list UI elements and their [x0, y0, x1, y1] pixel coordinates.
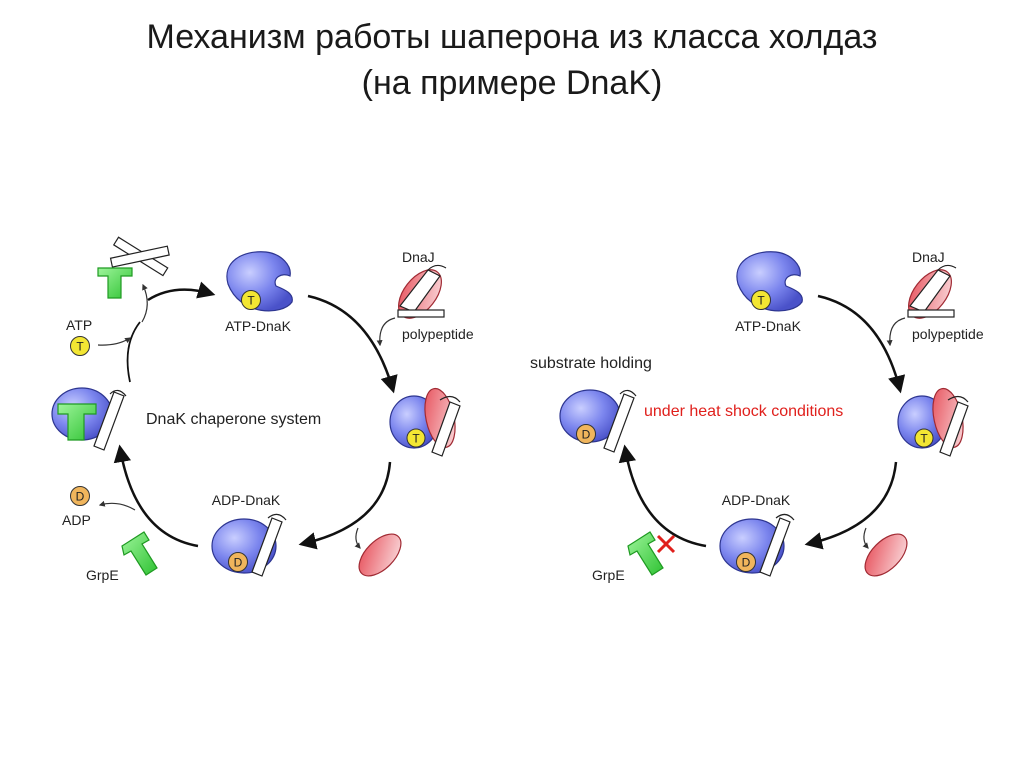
- polypeptide-label: polypeptide: [912, 326, 984, 342]
- cycle-arrow-icon: [804, 461, 898, 550]
- cycle-arrow-icon: [817, 294, 906, 394]
- atp-nucleotide-icon: T: [751, 290, 771, 310]
- atp-label: ATP: [66, 317, 92, 333]
- nucleotide-label: T: [757, 294, 765, 308]
- dnak-substrate-complex-icon: T: [389, 387, 461, 457]
- atp-nucleotide-icon: T: [241, 290, 261, 310]
- atp-nucleotide-icon: T: [70, 336, 90, 356]
- nucleotide-label: D: [76, 490, 85, 504]
- nucleotide-label: T: [247, 294, 255, 308]
- substrate-ellipse-icon: [864, 533, 908, 577]
- title-line-2: (на примере DnaK): [361, 64, 663, 102]
- substrate-holding-label: substrate holding: [530, 355, 652, 372]
- cycle-arrow-icon: [307, 294, 398, 394]
- slide-title: Механизм работы шаперона из класса холда…: [0, 14, 1024, 106]
- adp-dnak-label: ADP-DnaK: [722, 492, 791, 508]
- grpe-label: GrpE: [592, 567, 625, 583]
- small-arrow-icon: [376, 317, 396, 347]
- grpe-label: GrpE: [86, 567, 119, 583]
- nucleotide-label: T: [920, 432, 928, 446]
- adp-dnak-label: ADP-DnaK: [212, 492, 281, 508]
- small-arrow-icon: [886, 317, 906, 347]
- dnak-substrate-complex-icon: T: [897, 387, 969, 457]
- dnaj-protein-icon: [397, 264, 447, 319]
- small-arrow-icon: [97, 337, 131, 346]
- small-arrow-icon: [141, 283, 148, 323]
- cycle-arrow-icon: [113, 444, 199, 548]
- center-label: DnaK chaperone system: [146, 411, 321, 428]
- substrate-ellipse-icon: [358, 533, 402, 577]
- nucleotide-label: D: [582, 428, 591, 442]
- adp-label: ADP: [62, 512, 91, 528]
- dnak-holding-complex-icon: D: [559, 389, 637, 453]
- cycle-arrow-icon: [126, 321, 141, 383]
- adp-nucleotide-icon: D: [70, 486, 90, 506]
- dnaj-protein-icon: [907, 264, 957, 319]
- small-arrow-icon: [98, 500, 136, 511]
- small-arrow-icon: [862, 527, 869, 549]
- grpe-protein-icon: [627, 531, 664, 576]
- nucleotide-label: T: [76, 340, 84, 354]
- block-x-icon: [656, 534, 676, 554]
- nucleotide-label: D: [742, 556, 751, 570]
- dnak-protein-icon: D: [719, 513, 795, 577]
- dnak-grpe-complex-icon: [51, 387, 127, 451]
- dnaj-label: DnaJ: [402, 249, 435, 265]
- dnaj-label: DnaJ: [912, 249, 945, 265]
- nucleotide-label: D: [234, 556, 243, 570]
- cycle-arrow-icon: [147, 281, 216, 302]
- nucleotide-label: T: [412, 432, 420, 446]
- polypeptide-label: polypeptide: [402, 326, 474, 342]
- heat-shock-label: under heat shock conditions: [644, 403, 843, 420]
- left-cycle: T ATP-DnaK DnaJ polypeptide T ADP-DnaK: [51, 236, 474, 583]
- small-arrow-icon: [354, 527, 361, 549]
- atp-dnak-label: ATP-DnaK: [225, 318, 292, 334]
- grpe-protein-icon: [97, 267, 133, 299]
- grpe-protein-icon: [121, 531, 158, 576]
- dnak-protein-icon: D: [211, 513, 287, 577]
- title-line-1: Механизм работы шаперона из класса холда…: [146, 18, 878, 56]
- cycle-arrow-icon: [298, 461, 392, 550]
- released-substrate-icon: [109, 236, 170, 277]
- right-cycle: T ATP-DnaK DnaJ polypeptide T ADP-DnaK: [530, 249, 984, 583]
- atp-dnak-label: ATP-DnaK: [735, 318, 802, 334]
- cycle-arrow-icon: [618, 444, 707, 548]
